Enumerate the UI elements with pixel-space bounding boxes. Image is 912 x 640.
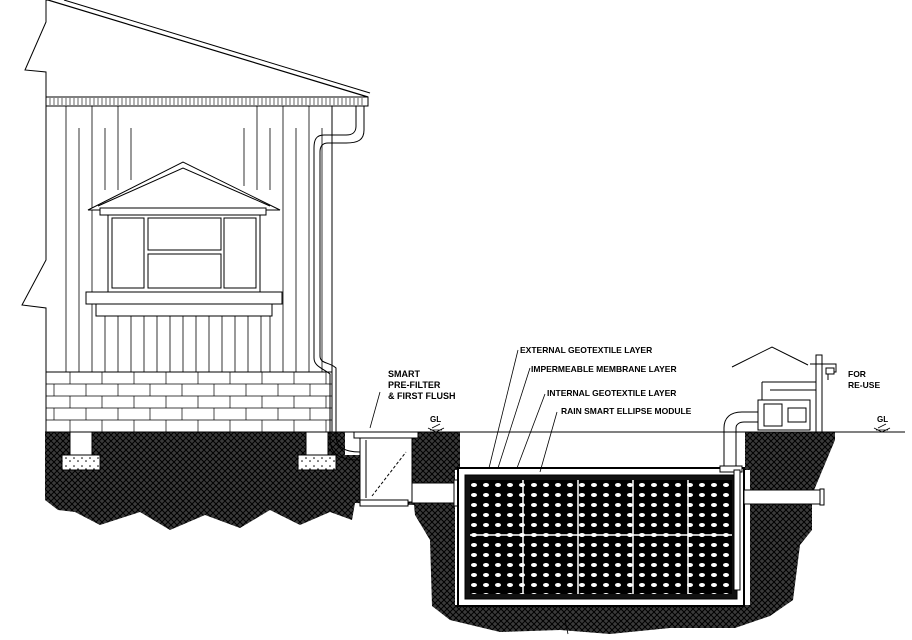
label-module: RAIN SMART ELLIPSE MODULE bbox=[561, 406, 692, 416]
label-gl-right: GL bbox=[877, 415, 888, 424]
house-window bbox=[85, 161, 283, 317]
ground-level-marker-icon bbox=[427, 423, 891, 433]
label-smart-prefilter: SMART PRE-FILTER & FIRST FLUSH bbox=[388, 369, 456, 401]
inlet-pipe bbox=[411, 479, 463, 507]
outlet-pipe bbox=[719, 411, 825, 591]
label-external-geotextile: EXTERNAL GEOTEXTILE LAYER bbox=[520, 345, 652, 355]
label-impermeable-membrane: IMPERMEABLE MEMBRANE LAYER bbox=[531, 364, 677, 374]
tap-icon bbox=[810, 354, 837, 433]
label-internal-geotextile: INTERNAL GEOTEXTILE LAYER bbox=[547, 388, 676, 398]
label-for-reuse: FOR RE-USE bbox=[848, 369, 880, 390]
pump-icon bbox=[757, 381, 820, 431]
house bbox=[21, 0, 371, 471]
downpipe bbox=[313, 105, 372, 461]
leader-lines bbox=[369, 349, 569, 635]
canopy-roof bbox=[731, 346, 809, 368]
prefilter-chamber bbox=[353, 431, 419, 507]
storage-tank bbox=[457, 467, 745, 607]
label-gl-left: GL bbox=[430, 415, 441, 424]
